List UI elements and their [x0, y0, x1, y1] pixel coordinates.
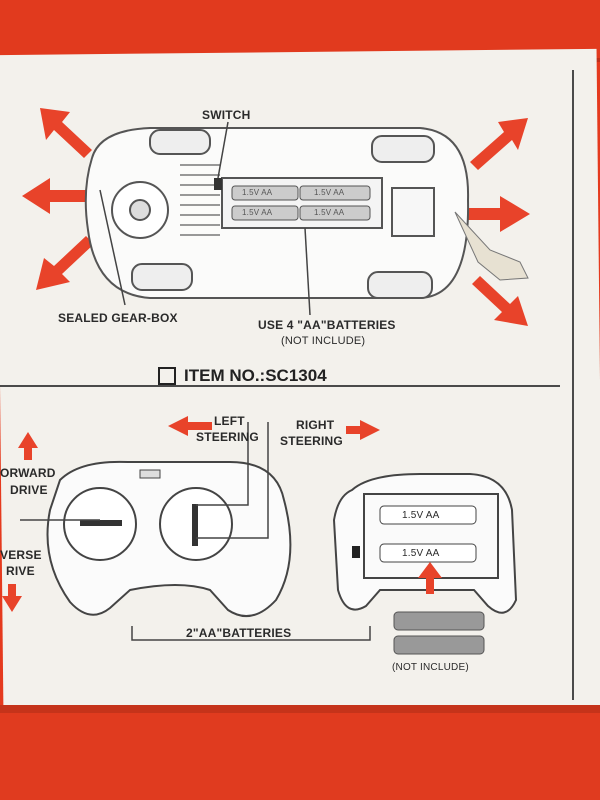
car-battery-1: [231, 185, 299, 201]
wheel-front-left: [149, 129, 211, 155]
switch-leader: [217, 121, 229, 179]
car-battery-text-2: 1.5V AA: [314, 188, 345, 197]
reverse-label-1: VERSE: [0, 548, 42, 562]
car-batteries-note: (NOT INCLUDE): [281, 335, 366, 347]
car-battery-3: [231, 205, 299, 221]
rear-bracket: [391, 187, 435, 237]
car-battery-2: [299, 185, 371, 201]
panel-vertical-line: [572, 70, 574, 700]
right-stick-lever: [192, 504, 198, 546]
direction-arrows-left: [22, 108, 100, 290]
controller-battery-text-1: 1.5V AA: [402, 510, 440, 521]
item-checkbox: [158, 367, 176, 385]
controller-battery-text-2: 1.5V AA: [402, 548, 440, 559]
controller-battery-1: [379, 505, 477, 525]
right-steering-label-1: RIGHT: [296, 418, 335, 432]
controller-antenna: [139, 469, 161, 479]
left-steering-arrow: [168, 416, 212, 436]
wheel-rear-left: [371, 135, 435, 163]
wheel-rear-right: [367, 271, 433, 299]
arrow-left: [22, 178, 100, 214]
car-battery-4: [299, 205, 371, 221]
box-bottom-edge: [0, 705, 600, 800]
car-battery-text-4: 1.5V AA: [314, 208, 345, 217]
loose-battery-2: [393, 635, 485, 655]
gearbox-leader: [99, 189, 126, 306]
gearbox-center: [129, 199, 151, 221]
insert-arrow: [418, 562, 442, 594]
right-steering-label-2: STEERING: [280, 434, 343, 448]
box-bottom-shadow: [0, 705, 600, 713]
arrow-up-right: [470, 118, 528, 170]
battery-leader: [304, 227, 311, 316]
item-number: ITEM NO.:SC1304: [158, 366, 327, 386]
panel-divider: [0, 385, 560, 387]
reverse-label-2: RIVE: [6, 564, 35, 578]
controller-battery-2: [379, 543, 477, 563]
controller-switch: [352, 546, 360, 558]
reverse-arrow: [2, 584, 22, 612]
rear-connector-tag: [454, 211, 529, 281]
arrow-up-left: [40, 108, 92, 158]
loose-battery-1: [393, 611, 485, 631]
arrow-down-right: [472, 276, 528, 326]
forward-label-2: DRIVE: [10, 483, 48, 497]
right-steering-arrow: [346, 420, 380, 440]
body-vents: [180, 164, 220, 236]
controller-batteries-label: 2"AA"BATTERIES: [186, 626, 292, 640]
wheel-front-right: [131, 263, 193, 291]
car-batteries-label: USE 4 "AA"BATTERIES: [258, 318, 396, 332]
forward-arrow: [18, 432, 38, 460]
gearbox-label: SEALED GEAR-BOX: [58, 311, 178, 325]
forward-label-1: ORWARD: [0, 466, 56, 480]
arrow-down-left: [36, 236, 94, 290]
left-stick-lever: [80, 520, 122, 526]
left-steering-label-1: LEFT: [214, 414, 245, 428]
switch-label: SWITCH: [202, 108, 251, 122]
direction-arrows-right: [458, 118, 530, 326]
arrow-right: [458, 196, 530, 232]
car-battery-text-3: 1.5V AA: [242, 208, 273, 217]
controller-batteries-note: (NOT INCLUDE): [392, 662, 469, 673]
controller-batteries-bracket: [131, 626, 371, 641]
car-battery-text-1: 1.5V AA: [242, 188, 273, 197]
car-switch: [214, 178, 222, 190]
left-steering-leader: [196, 422, 249, 506]
left-steering-label-2: STEERING: [196, 430, 259, 444]
item-number-text: ITEM NO.:SC1304: [184, 366, 327, 385]
right-steering-leader: [196, 422, 269, 539]
